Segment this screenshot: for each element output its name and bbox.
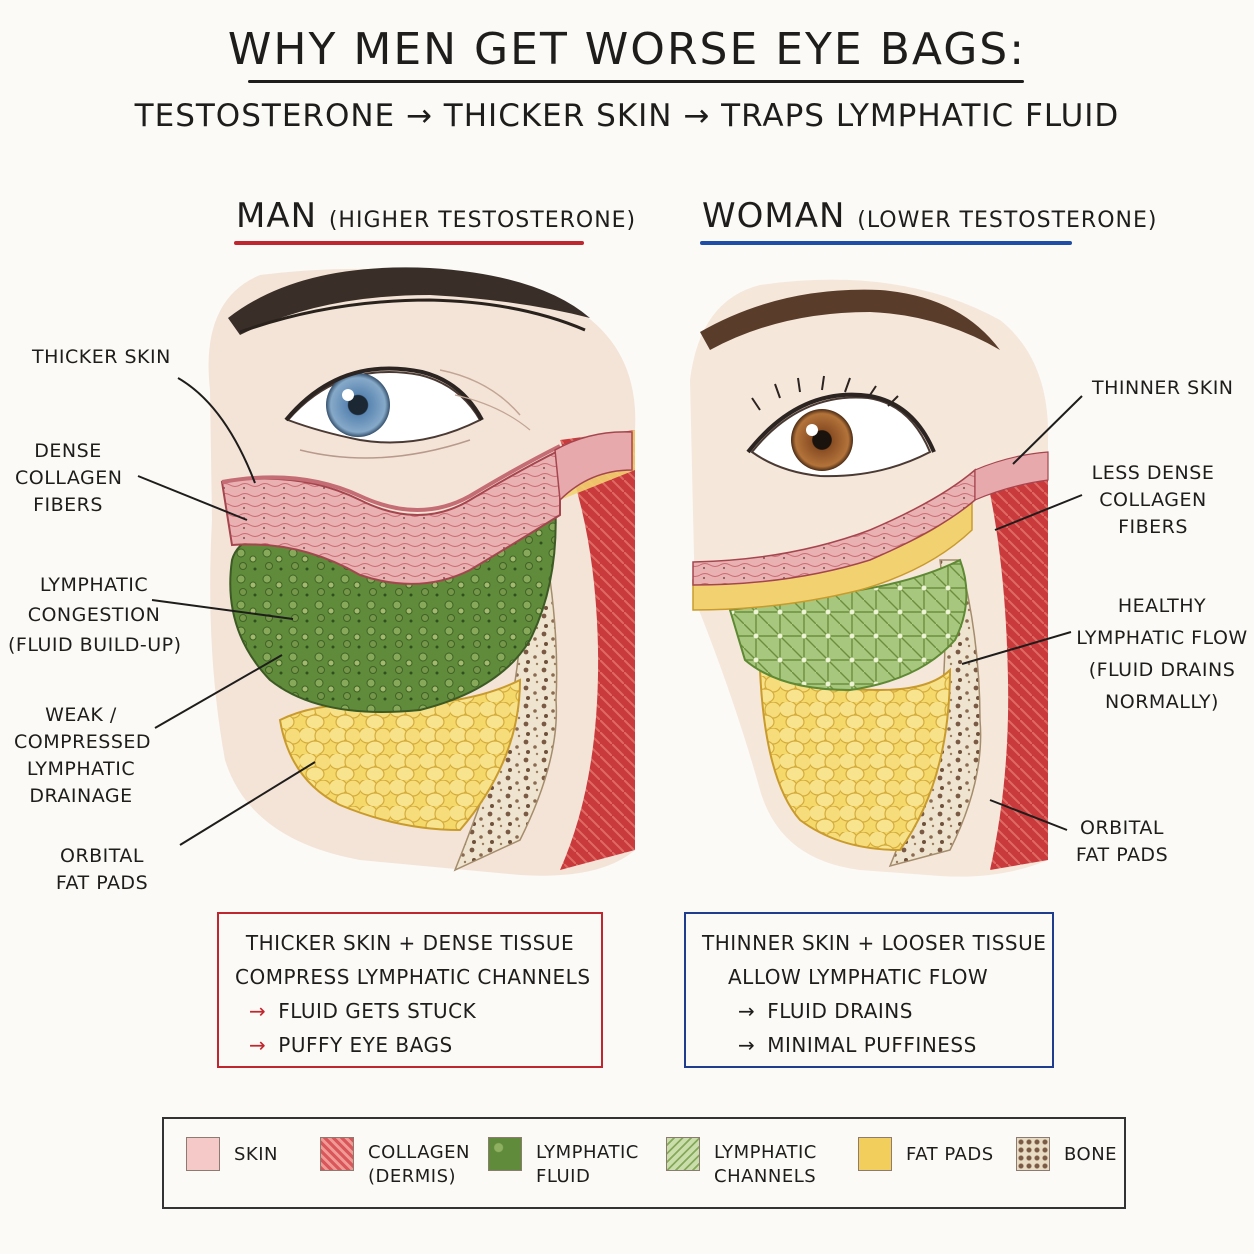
legend-label-line: CHANNELS bbox=[714, 1166, 817, 1187]
woman-heading-text: WOMAN bbox=[702, 196, 846, 236]
woman-fat-pad bbox=[758, 667, 952, 852]
label-line: FAT PADS bbox=[1075, 844, 1169, 866]
man-summary-box: THICKER SKIN + DENSE TISSUE COMPRESS LYM… bbox=[217, 912, 603, 1068]
summary-result: → FLUID DRAINS bbox=[702, 994, 1036, 1028]
label-line: FIBERS bbox=[33, 494, 103, 516]
summary-line: ALLOW LYMPHATIC FLOW bbox=[728, 965, 989, 989]
label-line: CONGESTION bbox=[27, 604, 161, 626]
leader-lines bbox=[137, 377, 1083, 846]
summary-result: → FLUID GETS STUCK bbox=[235, 994, 585, 1028]
woman-eye-iris-icon bbox=[791, 409, 853, 471]
arrow-right-icon: → bbox=[738, 1033, 756, 1057]
label-line: DENSE bbox=[34, 440, 102, 462]
label-line: ORBITAL bbox=[1079, 817, 1164, 839]
legend-label-line: FLUID bbox=[536, 1166, 591, 1187]
summary-result: → PUFFY EYE BAGS bbox=[235, 1028, 585, 1062]
label-woman-orbital-fat: ORBITAL FAT PADS bbox=[1070, 815, 1174, 869]
legend-label-line: (DERMIS) bbox=[368, 1166, 457, 1187]
woman-heading-underline bbox=[700, 241, 1072, 245]
arrow-right-icon: → bbox=[249, 1033, 267, 1057]
legend-label: BONE bbox=[1064, 1143, 1117, 1167]
label-line: WEAK / bbox=[45, 704, 117, 726]
man-heading-text: MAN bbox=[236, 196, 318, 236]
label-healthy-flow: HEALTHY LYMPHATIC FLOW (FLUID DRAINS NOR… bbox=[1076, 590, 1248, 718]
man-heading: MAN (HIGHER TESTOSTERONE) bbox=[236, 196, 636, 236]
legend-label-line: LYMPHATIC bbox=[714, 1142, 817, 1163]
label-line: COLLAGEN bbox=[15, 467, 123, 489]
man-heading-underline bbox=[234, 241, 584, 245]
legend-label: COLLAGEN (DERMIS) bbox=[368, 1141, 470, 1189]
summary-line: COMPRESS LYMPHATIC CHANNELS bbox=[235, 965, 591, 989]
summary-line: THICKER SKIN + DENSE TISSUE bbox=[245, 931, 575, 955]
summary-result: → MINIMAL PUFFINESS bbox=[702, 1028, 1036, 1062]
man-illustration bbox=[208, 267, 636, 876]
lymphatic-channels-swatch-icon bbox=[666, 1137, 700, 1171]
label-man-orbital-fat: ORBITAL FAT PADS bbox=[50, 843, 154, 897]
man-heading-note: (HIGHER TESTOSTERONE) bbox=[328, 208, 637, 233]
man-thick-skin bbox=[220, 448, 561, 585]
legend: SKIN COLLAGEN (DERMIS) LYMPHATIC FLUID LYM… bbox=[162, 1117, 1126, 1209]
skin-swatch-icon bbox=[186, 1137, 220, 1171]
label-line: LYMPHATIC FLOW bbox=[1076, 627, 1248, 649]
label-line: NORMALLY) bbox=[1105, 691, 1219, 713]
label-line: COLLAGEN bbox=[1099, 489, 1207, 511]
page-subtitle: TESTOSTERONE → THICKER SKIN → TRAPS LYMP… bbox=[134, 98, 1120, 134]
label-line: FIBERS bbox=[1118, 516, 1188, 538]
label-weak-drainage: WEAK / COMPRESSED LYMPHATIC DRAINAGE bbox=[14, 702, 152, 810]
arrow-right-icon: → bbox=[738, 999, 756, 1023]
label-line: DRAINAGE bbox=[29, 785, 133, 807]
legend-label: LYMPHATIC CHANNELS bbox=[714, 1141, 817, 1189]
label-line: (FLUID DRAINS bbox=[1088, 659, 1236, 681]
legend-label: FAT PADS bbox=[906, 1143, 994, 1167]
woman-heading: WOMAN (LOWER TESTOSTERONE) bbox=[702, 196, 1157, 236]
legend-label-line: SKIN bbox=[234, 1144, 279, 1165]
label-line: COMPRESSED bbox=[14, 731, 152, 753]
legend-label-line: LYMPHATIC bbox=[536, 1142, 639, 1163]
legend-label: SKIN bbox=[234, 1143, 278, 1167]
summary-result-text: FLUID GETS STUCK bbox=[278, 999, 477, 1023]
arrow-right-icon: → bbox=[249, 999, 267, 1023]
fat-pads-swatch-icon bbox=[858, 1137, 892, 1171]
woman-summary-box: THINNER SKIN + LOOSER TISSUE ALLOW LYMPH… bbox=[684, 912, 1054, 1068]
label-line: LYMPHATIC bbox=[26, 758, 136, 780]
label-line: HEALTHY bbox=[1117, 595, 1207, 617]
label-thicker-skin: THICKER SKIN bbox=[32, 346, 171, 368]
summary-result-text: FLUID DRAINS bbox=[767, 999, 913, 1023]
collagen-swatch-icon bbox=[320, 1137, 354, 1171]
legend-label-line: FAT PADS bbox=[906, 1144, 994, 1165]
woman-heading-note: (LOWER TESTOSTERONE) bbox=[857, 208, 1158, 233]
summary-line: THINNER SKIN + LOOSER TISSUE bbox=[702, 931, 1047, 955]
man-eye-iris-icon bbox=[326, 373, 390, 437]
label-line: LESS DENSE bbox=[1091, 462, 1215, 484]
summary-result-text: MINIMAL PUFFINESS bbox=[767, 1033, 977, 1057]
label-dense-collagen: DENSE COLLAGEN FIBERS bbox=[15, 438, 123, 519]
page-title: WHY MEN GET WORSE EYE BAGS: bbox=[227, 24, 1027, 75]
legend-label: LYMPHATIC FLUID bbox=[536, 1141, 639, 1189]
label-line: LYMPHATIC bbox=[39, 574, 149, 596]
summary-result-text: PUFFY EYE BAGS bbox=[278, 1033, 453, 1057]
woman-illustration bbox=[690, 279, 1049, 877]
legend-label-line: COLLAGEN bbox=[368, 1142, 470, 1163]
label-line: FAT PADS bbox=[55, 872, 149, 894]
label-line: (FLUID BUILD-UP) bbox=[8, 634, 182, 656]
title-underline bbox=[248, 80, 1024, 83]
label-less-dense-collagen: LESS DENSE COLLAGEN FIBERS bbox=[1086, 460, 1220, 541]
lymphatic-fluid-swatch-icon bbox=[488, 1137, 522, 1171]
label-lymphatic-congestion: LYMPHATIC CONGESTION (FLUID BUILD-UP) bbox=[8, 570, 182, 660]
label-thinner-skin: THINNER SKIN bbox=[1092, 377, 1234, 399]
label-line: ORBITAL bbox=[59, 845, 144, 867]
legend-label-line: BONE bbox=[1064, 1144, 1118, 1165]
bone-swatch-icon bbox=[1016, 1137, 1050, 1171]
